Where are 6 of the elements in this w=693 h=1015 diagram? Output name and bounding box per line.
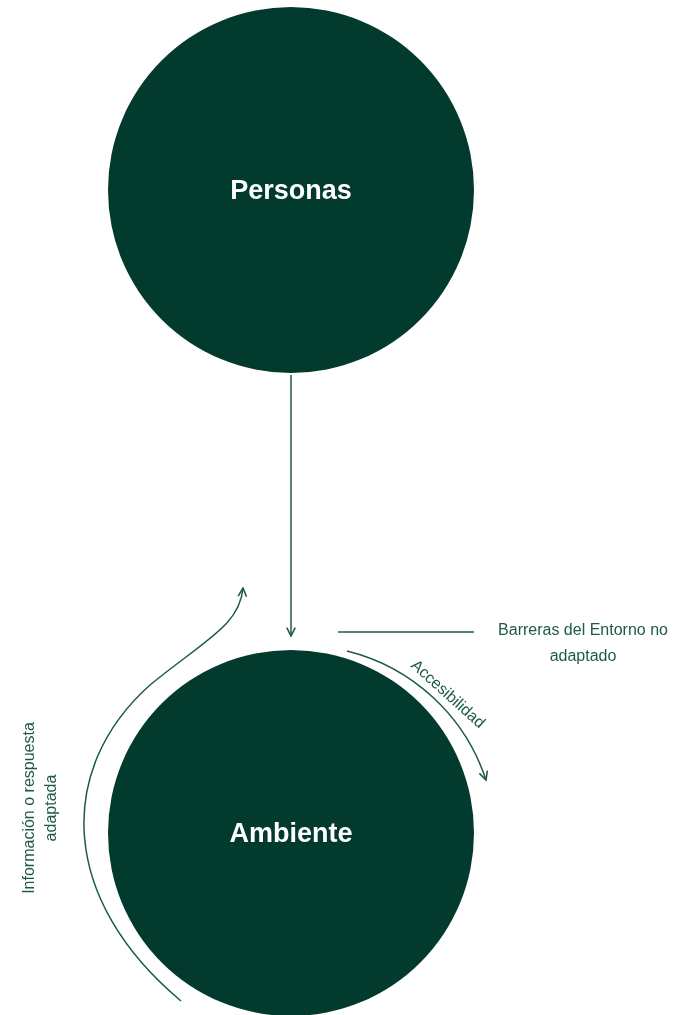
arrow — [286, 374, 296, 637]
node-title: Personas — [230, 174, 352, 206]
annotation-text: Barreras del Entorno no adaptado — [480, 617, 686, 669]
node-title: Ambiente — [229, 817, 353, 849]
leader-line — [337, 631, 475, 633]
arrow-label: Información o respuesta adaptada — [19, 721, 60, 896]
